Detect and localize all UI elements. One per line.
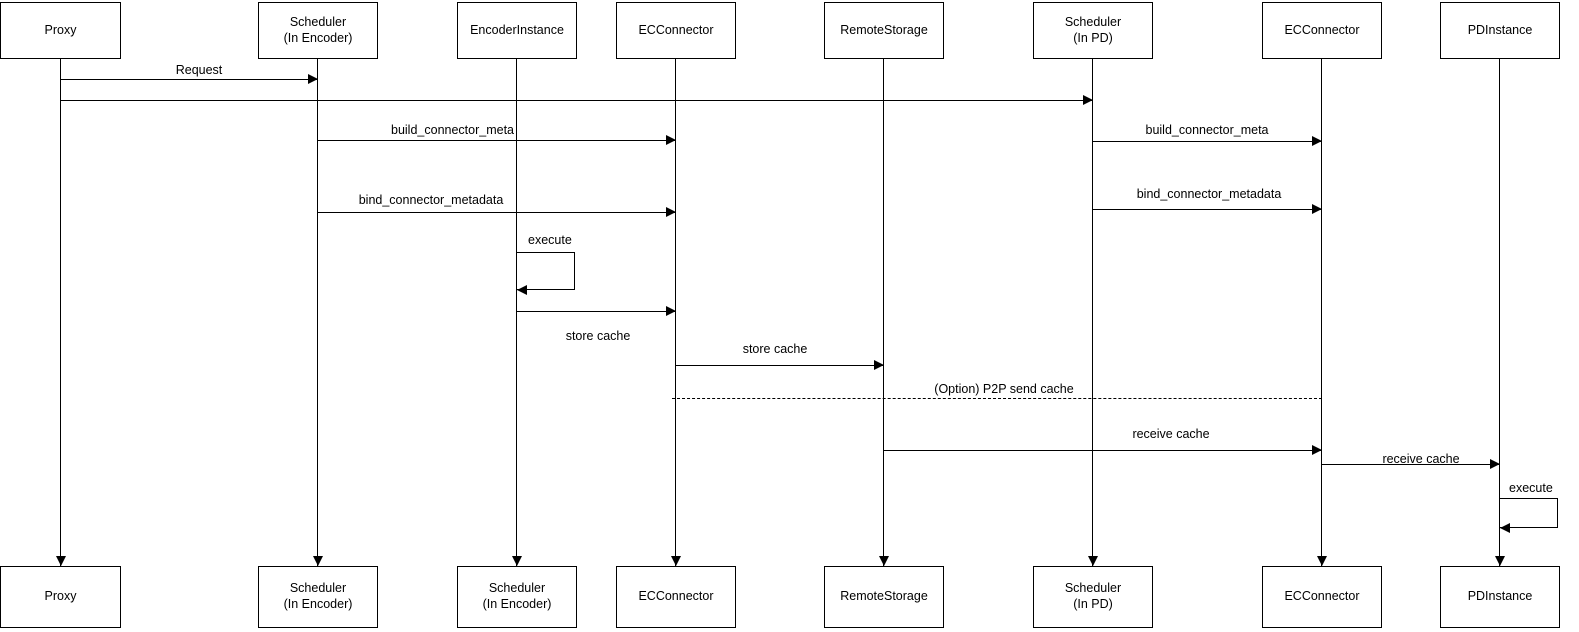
lifeline-end-arrow-encoder_inst — [512, 556, 522, 566]
participant-top-ecconn_pd[interactable]: ECConnector — [1262, 2, 1382, 59]
lifeline-end-arrow-remote — [879, 556, 889, 566]
lifeline-end-arrow-proxy — [56, 556, 66, 566]
lifeline-encoder_inst — [516, 59, 518, 566]
self-loop-arrowhead-s1 — [517, 285, 527, 295]
message-label-m6: bind_connector_metadata — [1136, 187, 1282, 201]
participant-top-label-pd_inst: PDInstance — [1467, 22, 1533, 37]
lifeline-sched_pd — [1092, 59, 1094, 566]
lifeline-sched_enc — [317, 59, 319, 566]
participant-top-remote[interactable]: RemoteStorage — [824, 2, 944, 59]
message-label-m3: build_connector_meta — [391, 123, 514, 137]
message-arrowhead-m7 — [666, 306, 676, 316]
message-label-m11: receive cache — [1382, 452, 1460, 466]
participant-bottom-proxy[interactable]: Proxy — [0, 566, 121, 628]
participant-bottom-ecconn_enc[interactable]: ECConnector — [616, 566, 736, 628]
message-label-m8: store cache — [742, 342, 808, 356]
participant-top-pd_inst[interactable]: PDInstance — [1440, 2, 1560, 59]
message-line-m1[interactable] — [61, 79, 318, 80]
message-arrowhead-m1 — [308, 74, 318, 84]
lifeline-end-arrow-sched_enc — [313, 556, 323, 566]
participant-top-label-ecconn_pd: ECConnector — [1284, 22, 1360, 37]
lifeline-end-arrow-ecconn_enc — [671, 556, 681, 566]
message-label-m9: (Option) P2P send cache — [934, 382, 1074, 396]
participant-top-encoder_inst[interactable]: EncoderInstance — [457, 2, 577, 59]
message-label-m10: receive cache — [1132, 427, 1210, 441]
participant-bottom-remote[interactable]: RemoteStorage — [824, 566, 944, 628]
participant-bottom-sched_enc[interactable]: Scheduler (In Encoder) — [258, 566, 378, 628]
self-loop-s2[interactable] — [1500, 498, 1558, 528]
message-line-m6[interactable] — [1093, 209, 1322, 210]
lifeline-remote — [883, 59, 885, 566]
participant-top-label-encoder_inst: EncoderInstance — [470, 22, 564, 37]
message-arrowhead-m6 — [1312, 204, 1322, 214]
lifeline-end-arrow-pd_inst — [1495, 556, 1505, 566]
message-label-m4: build_connector_meta — [1145, 123, 1269, 137]
lifeline-end-arrow-sched_pd — [1088, 556, 1098, 566]
message-arrowhead-m2 — [1083, 95, 1093, 105]
participant-bottom-label-ecconn_pd: ECConnector — [1284, 589, 1360, 604]
participant-bottom-pd_inst[interactable]: PDInstance — [1440, 566, 1560, 628]
message-arrowhead-m11 — [1490, 459, 1500, 469]
message-line-m7[interactable] — [517, 311, 676, 312]
message-label-m7: store cache — [565, 329, 631, 343]
self-loop-label-s1: execute — [528, 233, 572, 247]
message-line-m10[interactable] — [884, 450, 1322, 451]
participant-top-proxy[interactable]: Proxy — [0, 2, 121, 59]
message-arrowhead-m5 — [666, 207, 676, 217]
message-line-m3[interactable] — [318, 140, 676, 141]
lifeline-proxy — [60, 59, 62, 566]
participant-bottom-label-sched_pd: Scheduler (In PD) — [1064, 581, 1122, 611]
participant-bottom-label-ecconn_enc: ECConnector — [638, 589, 714, 604]
self-loop-label-s2: execute — [1509, 481, 1553, 495]
lifeline-pd_inst — [1499, 59, 1501, 566]
self-loop-s1[interactable] — [517, 252, 575, 290]
self-loop-arrowhead-s2 — [1500, 523, 1510, 533]
message-arrowhead-m4 — [1312, 136, 1322, 146]
lifeline-ecconn_pd — [1321, 59, 1323, 566]
message-line-m9[interactable] — [672, 398, 1322, 399]
participant-top-ecconn_enc[interactable]: ECConnector — [616, 2, 736, 59]
participant-top-label-ecconn_enc: ECConnector — [638, 22, 714, 37]
participant-top-label-sched_enc: Scheduler (In Encoder) — [283, 14, 353, 45]
message-label-m5: bind_connector_metadata — [358, 193, 504, 207]
message-arrowhead-m8 — [874, 360, 884, 370]
participant-top-label-sched_pd: Scheduler (In PD) — [1064, 14, 1122, 45]
participant-bottom-encoder_inst[interactable]: Scheduler (In Encoder) — [457, 566, 577, 628]
participant-top-sched_enc[interactable]: Scheduler (In Encoder) — [258, 2, 378, 59]
message-line-m8[interactable] — [676, 365, 884, 366]
participant-bottom-label-pd_inst: PDInstance — [1467, 589, 1533, 604]
message-arrowhead-m10 — [1312, 445, 1322, 455]
message-line-m11[interactable] — [1322, 464, 1500, 465]
participant-bottom-label-encoder_inst: Scheduler (In Encoder) — [482, 581, 552, 611]
participant-bottom-sched_pd[interactable]: Scheduler (In PD) — [1033, 566, 1153, 628]
message-label-m1: Request — [175, 63, 223, 77]
participant-top-label-remote: RemoteStorage — [840, 22, 928, 37]
participant-bottom-label-sched_enc: Scheduler (In Encoder) — [283, 581, 353, 611]
message-line-m4[interactable] — [1093, 141, 1322, 142]
participant-top-label-proxy: Proxy — [44, 22, 77, 37]
message-line-m2[interactable] — [61, 100, 1093, 101]
lifeline-end-arrow-ecconn_pd — [1317, 556, 1327, 566]
participant-bottom-label-proxy: Proxy — [44, 589, 77, 604]
message-arrowhead-m3 — [666, 135, 676, 145]
participant-bottom-label-remote: RemoteStorage — [840, 589, 928, 604]
message-line-m5[interactable] — [318, 212, 676, 213]
participant-top-sched_pd[interactable]: Scheduler (In PD) — [1033, 2, 1153, 59]
participant-bottom-ecconn_pd[interactable]: ECConnector — [1262, 566, 1382, 628]
